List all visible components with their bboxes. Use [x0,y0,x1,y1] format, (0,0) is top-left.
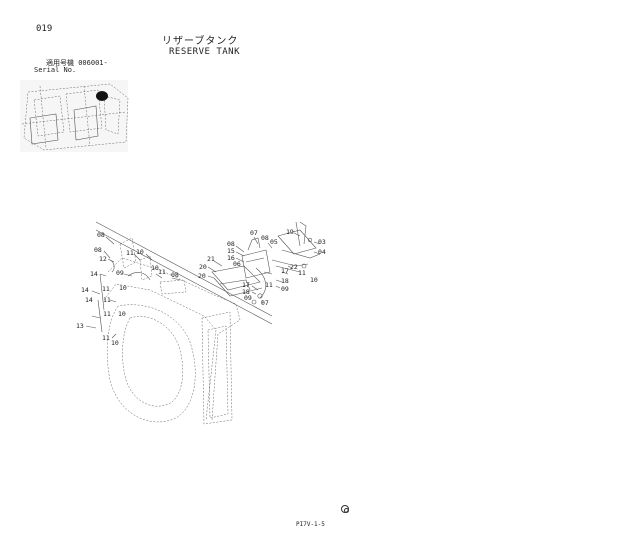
callout-label: 16 [227,254,235,262]
callout-label: 10 [310,276,318,284]
callout-label: 10 [151,264,159,272]
callout-label: 14 [85,296,93,304]
callout-label: 11 [102,285,110,293]
serial-label-jp: 適用号機 006001- [46,59,108,67]
callout-label: 11 [103,310,111,318]
registered-mark-icon [341,505,349,513]
callout-label: 10 [119,284,127,292]
callout-label: 11 [298,269,306,277]
page-reference: PI7V-1-5 [296,521,325,528]
callout-label: 08 [97,231,105,239]
callout-label: 18 [242,288,250,296]
callout-label: 07 [261,299,269,307]
callout-label: 10 [111,339,119,347]
callout-label: 11 [103,296,111,304]
callout-label: 10 [118,310,126,318]
callout-label: 11 [126,249,134,257]
callout-label: 11 [102,334,110,342]
callout-label: 15 [227,247,235,255]
callout-label: 08 [227,240,235,248]
callout-label: 17 [281,267,289,275]
callout-label: 03 [318,238,326,246]
machine-thumbnail [20,80,129,152]
reserve-tank-assembly [211,221,321,305]
callout-label: 18 [281,277,289,285]
callout-label: 08 [94,246,102,254]
callout-label: 05 [270,238,278,246]
page-title-jp: リザーブタンク [162,36,239,47]
callout-label: 14 [90,270,98,278]
callout-label: 17 [242,281,250,289]
callout-label: 13 [76,322,84,330]
callout-label: 20 [199,263,207,271]
page-code: 019 [36,24,53,34]
callout-label: 22 [290,263,298,271]
callout-label: 08 [171,271,179,279]
serial-label-en: Serial No. [34,66,77,74]
callout-label: 14 [81,286,89,294]
callout-label: 19 [286,228,294,236]
callout-label: 09 [244,294,252,302]
page-title-en: RESERVE TANK [169,47,241,57]
callout-label: 09 [116,269,124,277]
frame-outline [95,221,273,425]
callout-label: 20 [198,272,206,280]
callout-label: 11 [265,281,273,289]
callout-label: 07 [250,229,258,237]
callout-label: 04 [318,248,326,256]
callout-label: 12 [99,255,107,263]
callout-labels: 08 08 12 11 10 14 10 11 08 09 14 11 10 1… [76,228,326,347]
callout-label: 08 [261,234,269,242]
callout-label: 06 [233,260,241,268]
callout-label: 11 [158,268,166,276]
leader-lines [85,232,321,339]
callout-label: 09 [281,285,289,293]
callout-label: 21 [207,255,215,263]
callout-label: 10 [136,248,144,256]
